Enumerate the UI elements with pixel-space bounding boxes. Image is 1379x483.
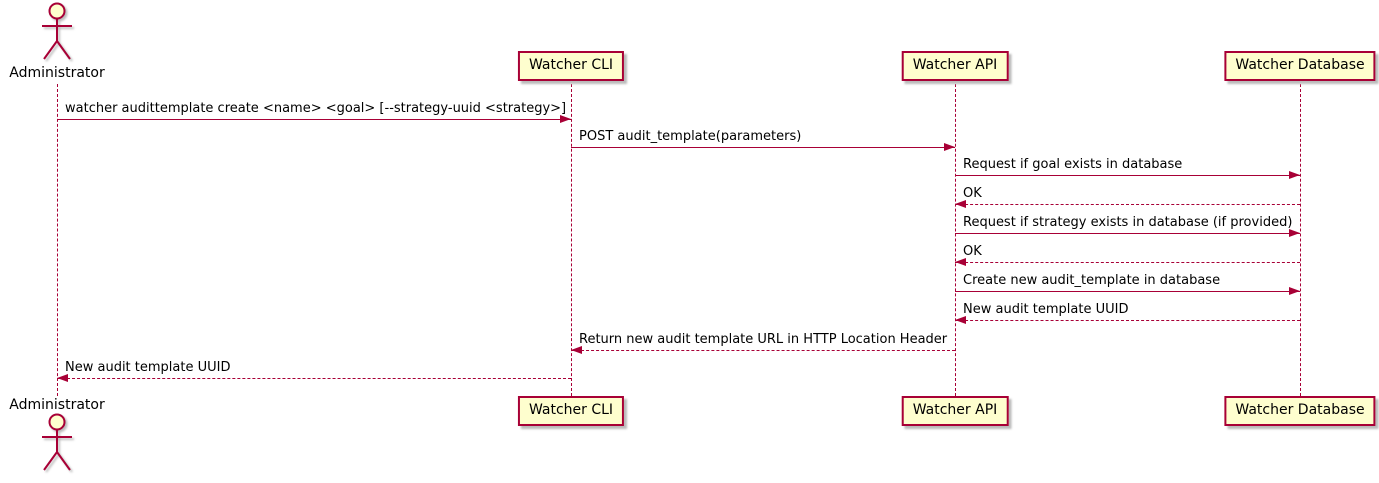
arrowhead-icon bbox=[57, 374, 68, 382]
participant-box-watcher-database-top: Watcher Database bbox=[1224, 51, 1376, 81]
message-line bbox=[955, 233, 1300, 234]
message-label: POST audit_template(parameters) bbox=[579, 129, 802, 144]
message-label: Request if goal exists in database bbox=[963, 157, 1183, 172]
actor-icon-administrator-bottom bbox=[37, 413, 77, 475]
arrowhead-icon bbox=[955, 316, 966, 324]
participant-box-watcher-database-bottom: Watcher Database bbox=[1224, 396, 1376, 426]
participant-box-watcher-cli-bottom: Watcher CLI bbox=[517, 396, 625, 426]
message-line bbox=[571, 350, 955, 351]
message-line bbox=[955, 204, 1300, 205]
arrowhead-icon bbox=[955, 200, 966, 208]
participant-box-watcher-api-top: Watcher API bbox=[901, 51, 1009, 81]
arrowhead-icon bbox=[1289, 229, 1300, 237]
message-label: Create new audit_template in database bbox=[963, 273, 1221, 288]
message-label: OK bbox=[963, 244, 982, 259]
message-label: Return new audit template URL in HTTP Lo… bbox=[579, 332, 948, 347]
arrowhead-icon bbox=[560, 115, 571, 123]
message-line bbox=[571, 147, 955, 148]
lifeline-watcher-cli bbox=[571, 84, 572, 396]
arrowhead-icon bbox=[955, 258, 966, 266]
message-line bbox=[57, 378, 571, 379]
actor-icon-administrator-top bbox=[37, 2, 77, 64]
message-line bbox=[955, 291, 1300, 292]
participant-box-watcher-api-bottom: Watcher API bbox=[901, 396, 1009, 426]
message-line bbox=[955, 262, 1300, 263]
lifeline-administrator bbox=[57, 84, 58, 396]
lifeline-watcher-database bbox=[1300, 84, 1301, 396]
actor-label-administrator-bottom: Administrator bbox=[9, 397, 105, 413]
message-line bbox=[955, 320, 1300, 321]
lifeline-watcher-api bbox=[955, 84, 956, 396]
message-label: watcher audittemplate create <name> <goa… bbox=[65, 101, 567, 116]
arrowhead-icon bbox=[571, 346, 582, 354]
message-line bbox=[955, 175, 1300, 176]
arrowhead-icon bbox=[1289, 287, 1300, 295]
message-label: Request if strategy exists in database (… bbox=[963, 215, 1293, 230]
message-label: New audit template UUID bbox=[65, 360, 231, 375]
arrowhead-icon bbox=[944, 143, 955, 151]
actor-label-administrator-top: Administrator bbox=[9, 65, 105, 81]
message-label: New audit template UUID bbox=[963, 302, 1129, 317]
message-label: OK bbox=[963, 186, 982, 201]
arrowhead-icon bbox=[1289, 171, 1300, 179]
message-line bbox=[57, 119, 571, 120]
participant-box-watcher-cli-top: Watcher CLI bbox=[517, 51, 625, 81]
